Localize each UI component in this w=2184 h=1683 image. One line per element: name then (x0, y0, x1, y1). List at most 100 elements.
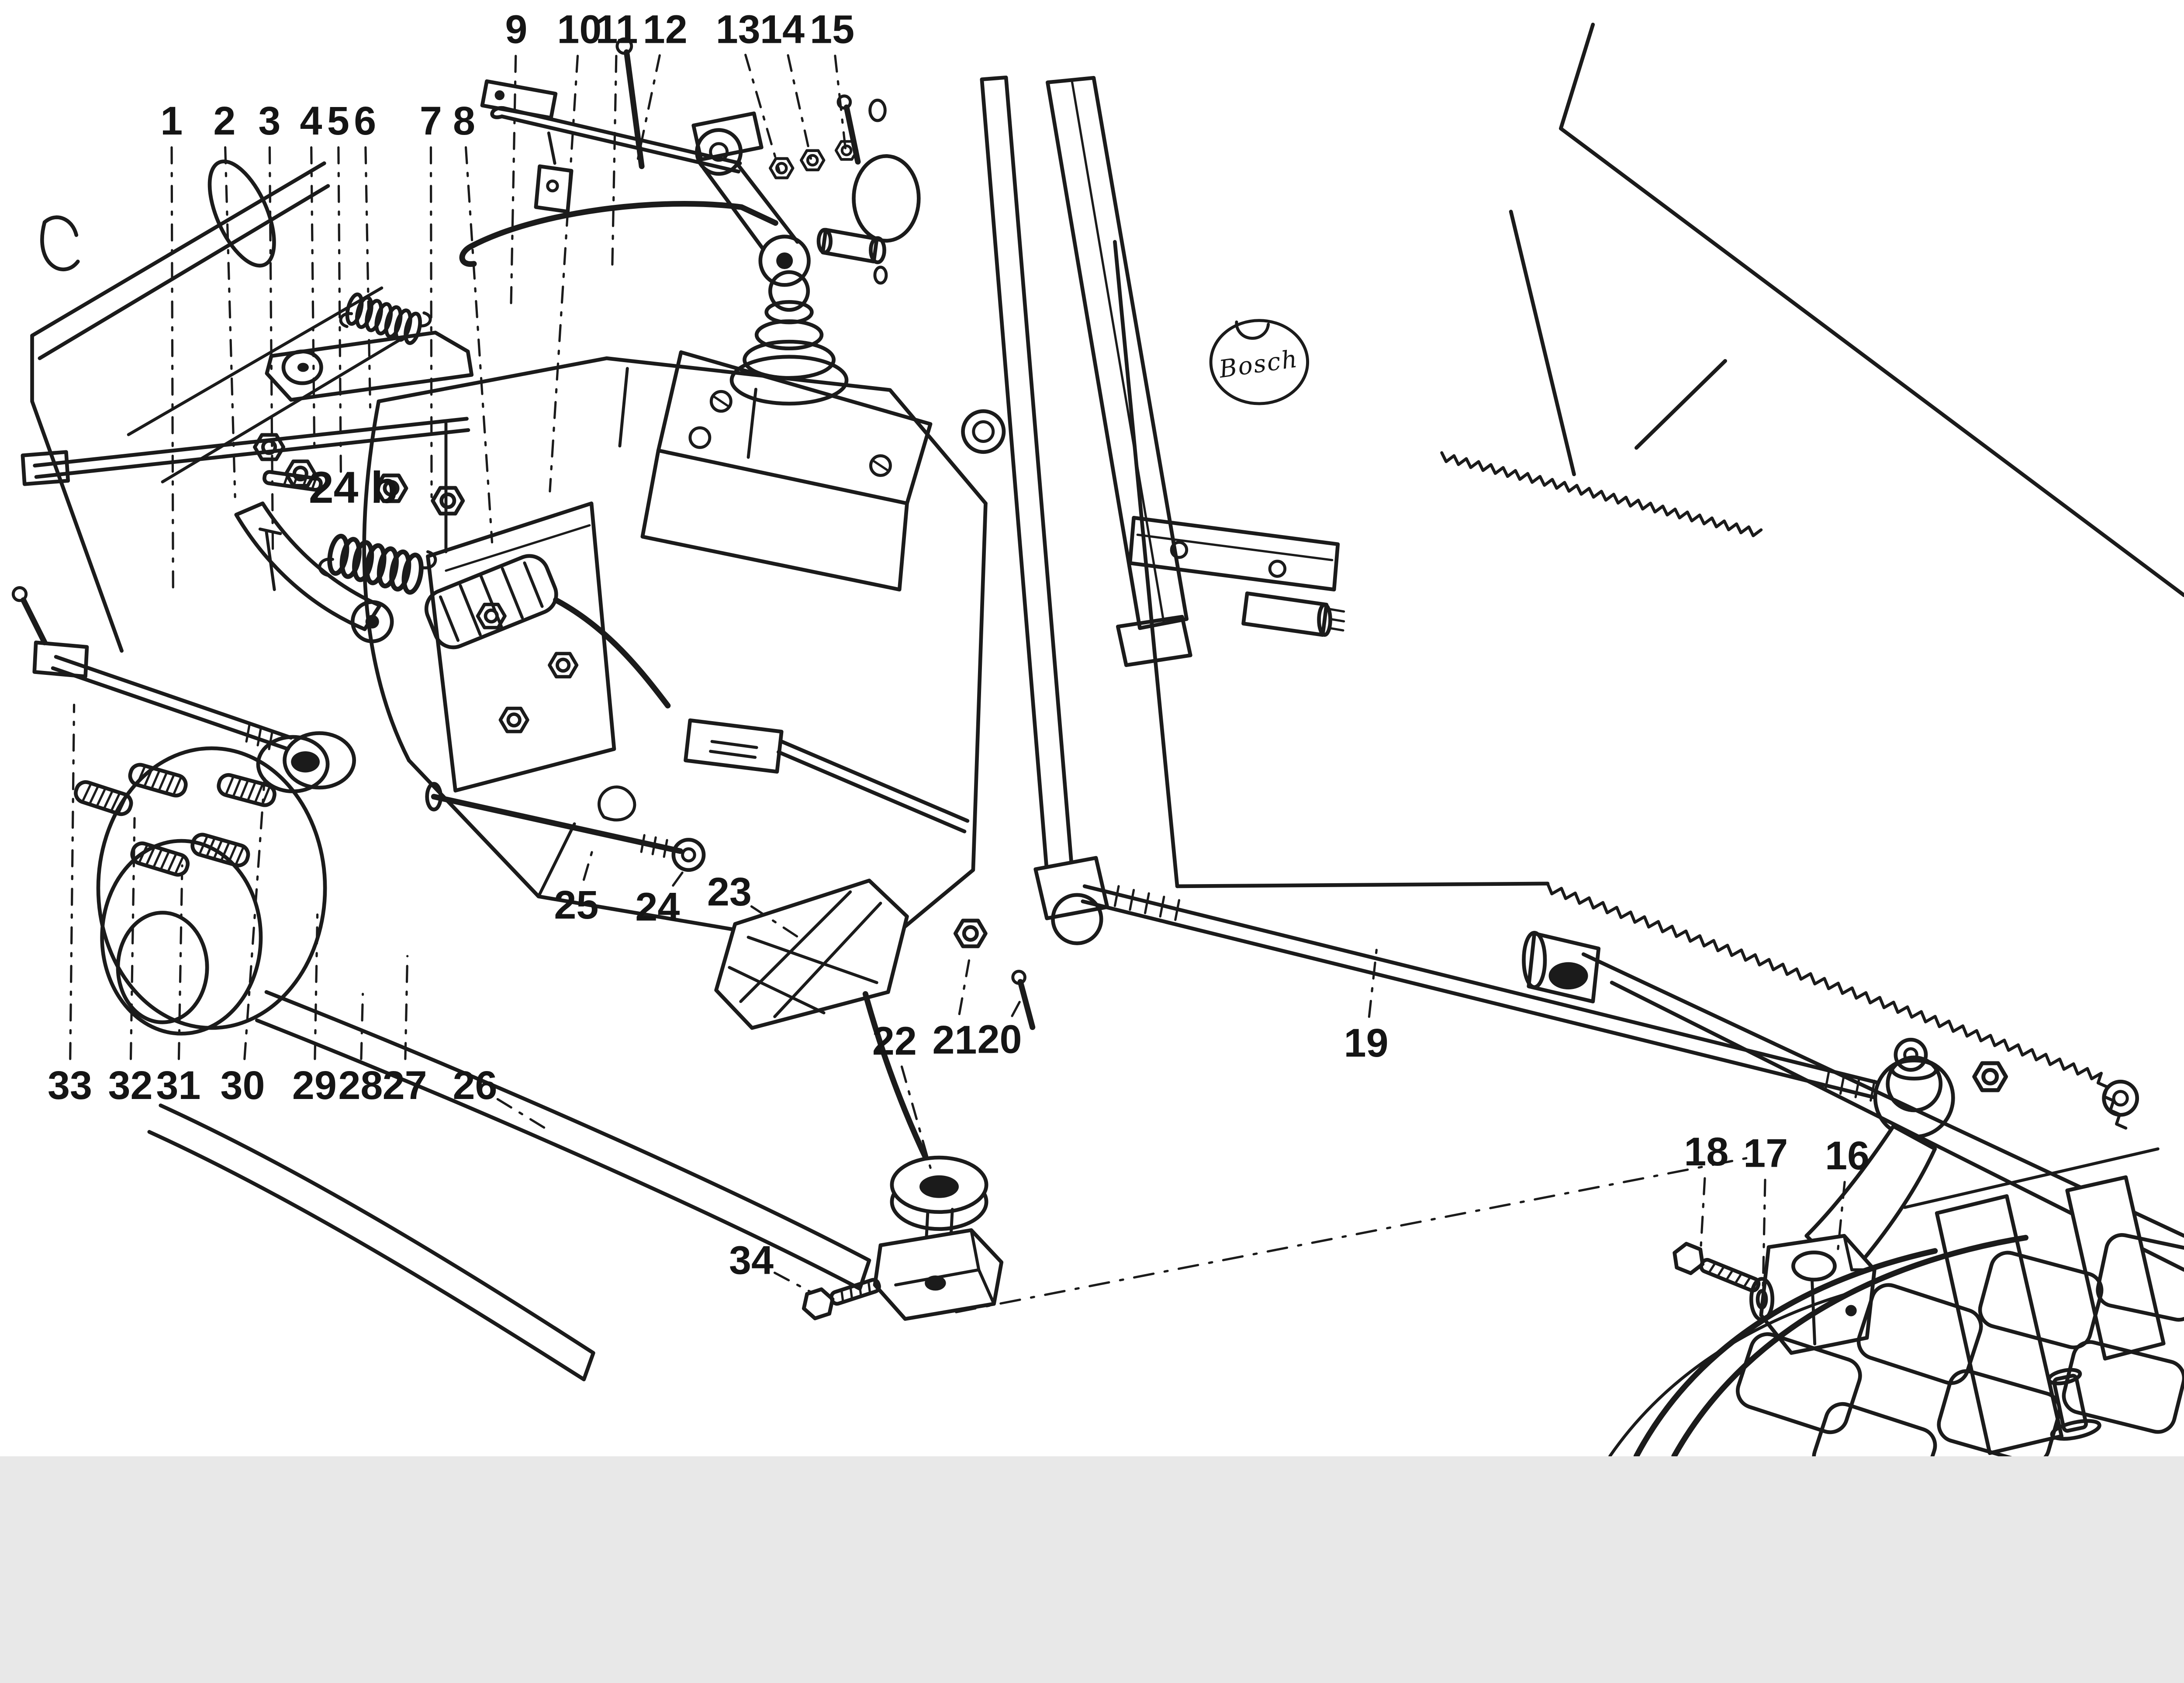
leader-line-3 (268, 146, 274, 557)
bent-rod-8 (459, 201, 778, 267)
frame-leg (1935, 1194, 2063, 1455)
leader-line-18 (1699, 1177, 1706, 1252)
line-art-stroke (640, 834, 668, 858)
line-art-stroke (21, 597, 48, 646)
line-art-stroke (919, 1175, 959, 1198)
leader-line-16 (1836, 1181, 1846, 1256)
line-art-stroke (1268, 560, 1287, 578)
leader-line-23 (750, 905, 802, 940)
leader-line-14 (787, 54, 813, 164)
line-art-stroke (1116, 615, 1192, 667)
line-art-stroke (1170, 541, 1189, 559)
line-art-stroke (1136, 533, 1334, 561)
part-label-28: 28 (338, 1063, 383, 1108)
firewall-panel: Bosch (955, 22, 2184, 1313)
line-art-stroke (1845, 1305, 1857, 1317)
line-art-stroke (549, 653, 577, 677)
part-label-27: 27 (383, 1063, 427, 1108)
pedal-stop-plate (684, 718, 970, 833)
part-label-13: 13 (716, 7, 760, 52)
part-label-19: 19 (1344, 1021, 1389, 1065)
part-label-16: 16 (1825, 1134, 1870, 1178)
bosch-stamp-text: Bosch (1217, 345, 1300, 384)
line-art-stroke (1209, 319, 1310, 405)
line-art-stroke (862, 991, 931, 1165)
part-label-3: 3 (258, 99, 280, 143)
line-art-stroke (2047, 1368, 2082, 1386)
part-label-4: 4 (300, 99, 322, 143)
dash-construction-line (955, 1156, 1753, 1313)
valve-stem (2047, 1368, 2101, 1441)
line-art-stroke (365, 615, 379, 629)
frame-slot (207, 159, 276, 268)
part-label-22: 22 (872, 1019, 917, 1064)
part-label-2: 2 (213, 99, 235, 143)
line-art-stroke (764, 300, 814, 325)
part-label-34: 34 (729, 1238, 774, 1282)
line-art-stroke (439, 561, 544, 642)
tire (1608, 1233, 2184, 1456)
leader-line-19 (1368, 940, 1379, 1018)
line-art-stroke (816, 228, 833, 255)
line-art-stroke (872, 460, 889, 471)
line-art-stroke (547, 131, 556, 165)
line-art-stroke (190, 833, 251, 868)
part-label-9: 9 (505, 7, 527, 52)
line-art-stroke (2052, 1374, 2088, 1433)
panel-bottom-edge (1175, 881, 1550, 888)
part-label-24: 24 (635, 885, 680, 929)
line-art-stroke (681, 847, 696, 863)
line-art-stroke (30, 161, 326, 338)
line-art-stroke (776, 740, 970, 833)
drag-link-assembly (955, 76, 2139, 1355)
part-label-25: 25 (554, 883, 598, 927)
part-label-7: 7 (420, 99, 442, 143)
line-art-stroke (38, 184, 330, 360)
line-art-stroke (840, 1280, 871, 1303)
line-art-stroke (377, 356, 988, 505)
line-art-stroke (802, 1287, 835, 1320)
leader-line-10 (549, 55, 579, 493)
line-art-stroke (758, 235, 811, 287)
leader-lines (69, 54, 1846, 1294)
part-label-30: 30 (220, 1063, 265, 1108)
leader-line-4 (310, 146, 316, 453)
trailing-arm-lower (147, 1103, 595, 1382)
line-art-stroke (1894, 1037, 1928, 1072)
part-label-24b: 24 b (309, 463, 398, 512)
line-art-stroke (754, 319, 824, 351)
leader-line-28 (360, 992, 364, 1060)
leader-line-24 (672, 868, 686, 887)
line-art-stroke (339, 311, 432, 328)
part-label-10: 10 (557, 7, 601, 52)
levers-and-pedals (147, 331, 1004, 1382)
line-art-stroke (770, 159, 793, 178)
line-art-stroke (424, 554, 558, 650)
frame-leg (2065, 1175, 2166, 1361)
part-label-6: 6 (354, 99, 376, 143)
line-art-stroke (127, 286, 384, 436)
line-art-stroke (1671, 1235, 2028, 1456)
line-art-stroke (871, 501, 988, 955)
line-art-stroke (433, 488, 463, 514)
line-art-stroke (1978, 1251, 2104, 1350)
line-art-stroke (2062, 1340, 2184, 1434)
line-art-stroke (801, 151, 824, 170)
line-art-stroke (147, 1103, 595, 1382)
line-art-stroke (245, 723, 273, 750)
panel-bracket (1128, 515, 1345, 637)
panel-right-edge (1509, 210, 1576, 477)
line-art-stroke (829, 1278, 881, 1306)
line-art-stroke (729, 355, 849, 406)
torn-edge-upper (1440, 451, 1763, 537)
part-label-8: 8 (453, 99, 475, 143)
bolt-18 (1673, 1242, 1761, 1292)
line-art-stroke (925, 1275, 946, 1291)
part-label-18: 18 (1684, 1130, 1728, 1174)
line-art-stroke (873, 266, 888, 285)
relay-lever (980, 76, 1074, 873)
line-art-stroke (255, 990, 871, 1291)
line-art-stroke (1903, 1047, 1918, 1063)
leader-line-9 (510, 55, 517, 311)
